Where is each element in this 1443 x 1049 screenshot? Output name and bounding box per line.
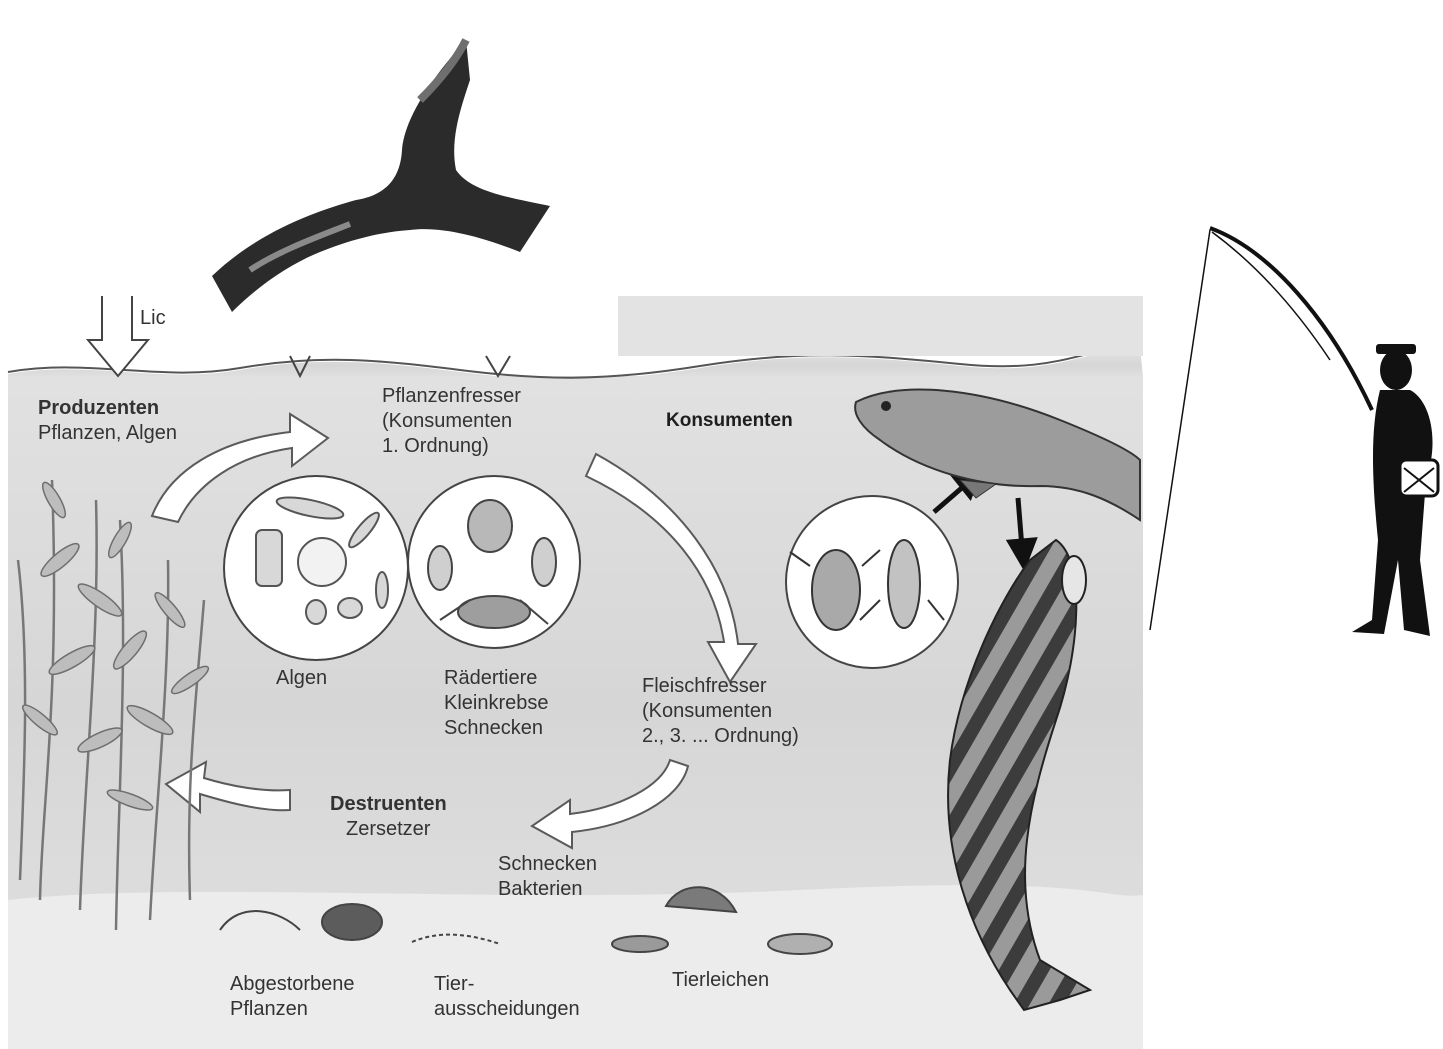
consumers-title: Konsumenten [666,408,793,433]
carnivores-line1: Fleischfresser [642,674,799,699]
zooplankton-line3: Schnecken [444,716,549,741]
herbivores-line2: (Konsumenten [382,409,521,434]
producers-subtitle: Pflanzen, Algen [38,421,177,446]
excretions-line1: Tier- [434,972,580,997]
algae-label: Algen [276,666,327,691]
herbivores-line1: Pflanzenfresser [382,384,521,409]
herbivores-line3: 1. Ordnung) [382,434,521,459]
decomposer-examples-line2: Bakterien [498,877,597,902]
decomposer-examples-label: Schnecken Bakterien [498,852,597,902]
carnivores-line3: 2., 3. ... Ordnung) [642,724,799,749]
dead-plants-line1: Abgestorbene [230,972,355,997]
carcasses-label: Tierleichen [672,968,769,993]
decomposers-title: Destruenten [330,792,447,817]
carnivores-label: Fleischfresser (Konsumenten 2., 3. ... O… [642,674,799,749]
carnivores-line2: (Konsumenten [642,699,799,724]
decomposers-subtitle: Zersetzer [330,817,447,842]
decomposer-examples-line1: Schnecken [498,852,597,877]
decomposers-label: Destruenten Zersetzer [330,792,447,842]
excretions-label: Tier- ausscheidungen [434,972,580,1022]
light-label: Lic [140,306,166,331]
excretions-line2: ausscheidungen [434,997,580,1022]
dead-plants-label: Abgestorbene Pflanzen [230,972,355,1022]
insects-circle [786,496,958,668]
kite-bird [212,40,550,312]
zooplankton-line2: Kleinkrebse [444,691,549,716]
herbivores-label: Pflanzenfresser (Konsumenten 1. Ordnung) [382,384,521,459]
producers-label: Produzenten Pflanzen, Algen [38,396,177,446]
zooplankton-label: Rädertiere Kleinkrebse Schnecken [444,666,549,741]
zooplankton-circle [408,476,580,648]
producers-title: Produzenten [38,396,177,421]
algae-circle [224,476,408,660]
zooplankton-line1: Rädertiere [444,666,549,691]
dead-plants-line2: Pflanzen [230,997,355,1022]
angler-silhouette [1150,228,1438,636]
